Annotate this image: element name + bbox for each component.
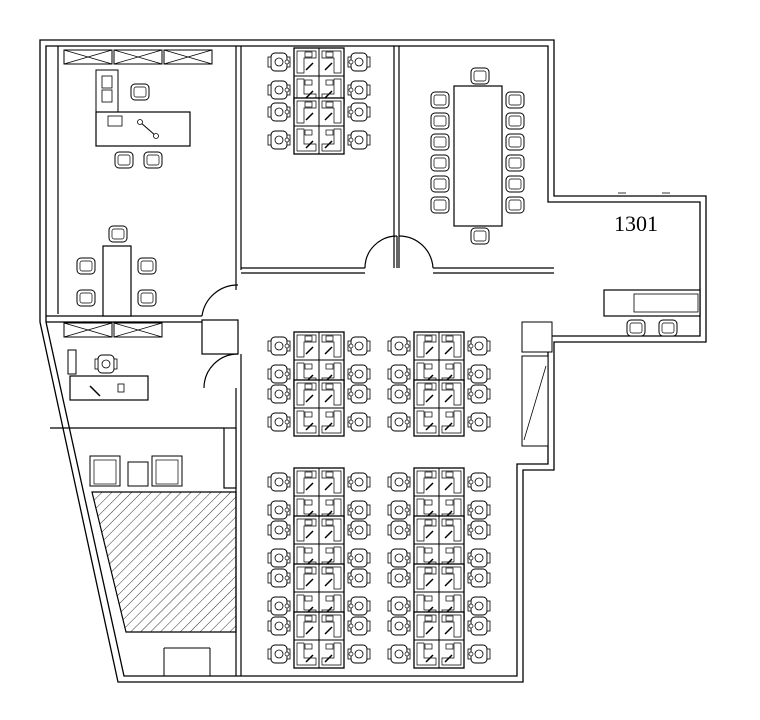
room-number-label: 1301 — [614, 211, 658, 236]
executive-office — [95, 69, 191, 169]
small-meeting-room — [76, 225, 157, 317]
open-office-workstations — [268, 332, 490, 668]
conference-room — [430, 67, 525, 245]
lounge — [89, 455, 237, 676]
manager-office — [67, 349, 149, 401]
reception — [521, 192, 701, 447]
office-two-workstations — [268, 48, 370, 154]
